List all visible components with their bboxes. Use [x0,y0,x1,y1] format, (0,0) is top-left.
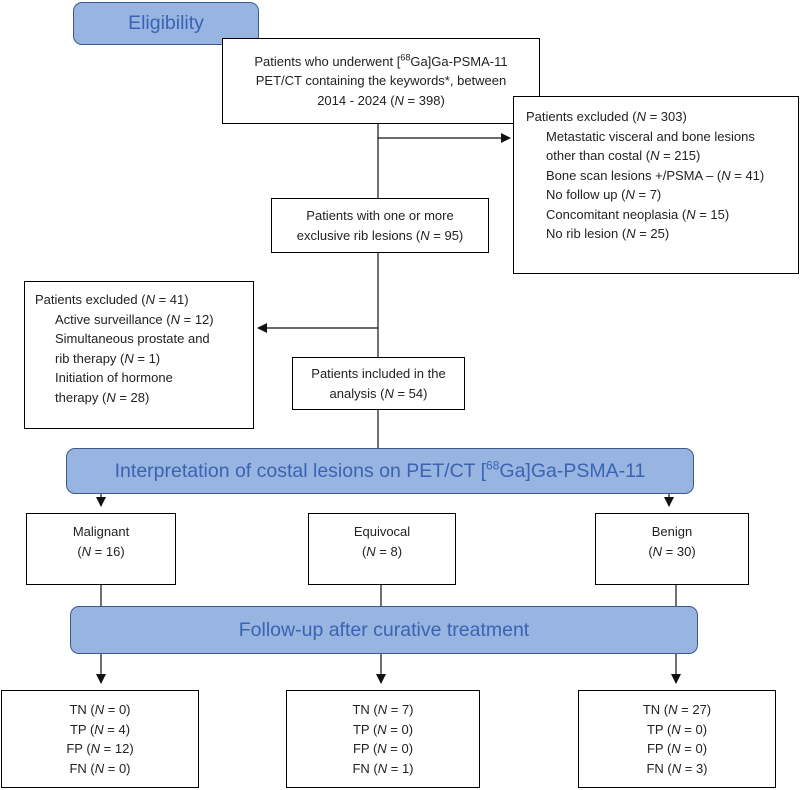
outcome-malignant-tp: TP (N = 4) [69,721,131,737]
followup-banner: Follow-up after curative treatment [70,606,698,654]
rib-lesions-box: Patients with one or more exclusive rib … [271,198,489,253]
excluded1-item-4: Concomitant neoplasia (N = 15) [546,206,730,222]
interpretation-label: Interpretation of costal lesions on PET/… [114,458,646,482]
excluded1-item-3: No follow up (N = 7) [546,187,662,202]
outcome-benign-tp: TP (N = 0) [646,721,708,737]
equivocal-count: (N = 8) [361,543,403,559]
outcome-malignant-fp: FP (N = 12) [66,741,134,756]
outcome-malignant-fn: FN (N = 0) [69,760,131,776]
rib-line-1: Patients with one or more [306,208,454,223]
excluded-box-2: Patients excluded (N = 41) Active survei… [24,281,254,429]
malignant-box: Malignant (N = 16) [26,513,176,585]
outcome-box-equivocal: TN (N = 7) TP (N = 0) FP (N = 0) FN (N =… [286,690,480,788]
benign-label: Benign [651,524,693,539]
excluded2-title: Patients excluded (N = 41) [35,292,189,307]
excluded2-item-3a: Initiation of hormone [55,370,173,385]
underwent-line-2: PET/CT containing the keywords*, between [255,73,507,89]
outcome-box-malignant: TN (N = 0) TP (N = 4) FP (N = 12) FN (N … [1,690,199,788]
outcome-benign-fp: FP (N = 0) [646,741,708,756]
eligibility-banner: Eligibility [73,2,259,45]
malignant-count: (N = 16) [77,543,125,559]
excluded1-item-2: Bone scan lesions +/PSMA – (N = 41) [546,167,765,183]
underwent-line-1: Patients who underwent [68Ga]Ga-PSMA-11 [254,52,508,69]
underwent-box: Patients who underwent [68Ga]Ga-PSMA-11 … [222,38,540,124]
included-line-1: Patients included in the [311,366,446,381]
excluded2-item-2a: Simultaneous prostate and [55,331,210,346]
outcome-equivocal-tn: TN (N = 7) [352,702,414,717]
benign-count: (N = 30) [648,543,696,559]
interpretation-banner: Interpretation of costal lesions on PET/… [66,448,694,494]
outcome-equivocal-tp: TP (N = 0) [352,721,414,737]
outcome-equivocal-fp: FP (N = 0) [352,741,414,756]
followup-label: Follow-up after curative treatment [238,618,530,641]
excluded2-item-2b: rib therapy (N = 1) [55,350,161,366]
equivocal-label: Equivocal [353,524,411,539]
outcome-malignant-tn: TN (N = 0) [69,702,131,717]
outcome-equivocal-fn: FN (N = 1) [352,760,414,776]
excluded1-item-5: No rib lesion (N = 25) [546,226,670,241]
underwent-line-3: 2014 - 2024 (N = 398) [317,92,445,108]
excluded2-item-1: Active surveillance (N = 12) [55,311,214,327]
excluded1-item-1a: Metastatic visceral and bone lesions [546,128,755,144]
outcome-box-benign: TN (N = 27) TP (N = 0) FP (N = 0) FN (N … [578,690,776,788]
benign-box: Benign (N = 30) [595,513,749,585]
outcome-benign-tn: TN (N = 27) [642,702,712,717]
eligibility-label: Eligibility [128,12,204,34]
excluded1-title: Patients excluded (N = 303) [526,109,687,124]
equivocal-box: Equivocal (N = 8) [308,513,456,585]
outcome-benign-fn: FN (N = 3) [646,760,708,776]
included-line-2: analysis (N = 54) [329,385,428,401]
excluded1-item-1b: other than costal (N = 215) [546,148,701,163]
excluded2-item-3b: therapy (N = 28) [55,389,150,405]
malignant-label: Malignant [72,524,130,539]
rib-line-2: exclusive rib lesions (N = 95) [296,227,464,243]
included-box: Patients included in the analysis (N = 5… [292,357,465,410]
excluded-box-1: Patients excluded (N = 303) Metastatic v… [513,96,799,274]
